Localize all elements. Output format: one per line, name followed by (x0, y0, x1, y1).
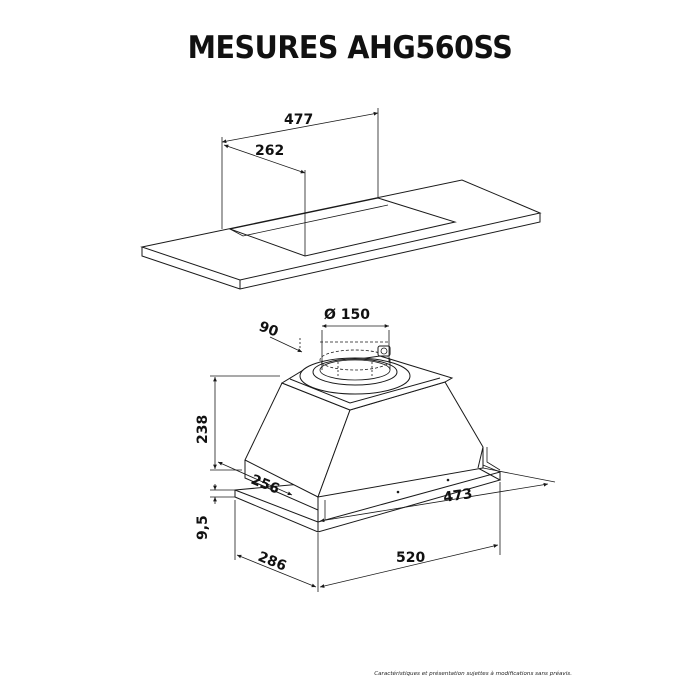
dim-body-width: 473 (442, 486, 473, 506)
dim-top-width: 477 (284, 112, 313, 128)
dim-outlet-diameter: Ø 150 (324, 307, 370, 323)
dim-height: 238 (195, 415, 211, 444)
dim-top-depth: 262 (255, 143, 284, 159)
dim-front-thickness: 9,5 (195, 515, 211, 540)
dim-overall-width: 520 (396, 550, 425, 566)
dim-outlet-offset: 90 (257, 319, 281, 341)
footnote: Caractéristiques et présentation sujette… (374, 671, 572, 677)
dim-overall-depth: 286 (256, 549, 289, 575)
page-title: MESURES AHG560SS (187, 30, 513, 66)
worktop-view (140, 108, 542, 290)
